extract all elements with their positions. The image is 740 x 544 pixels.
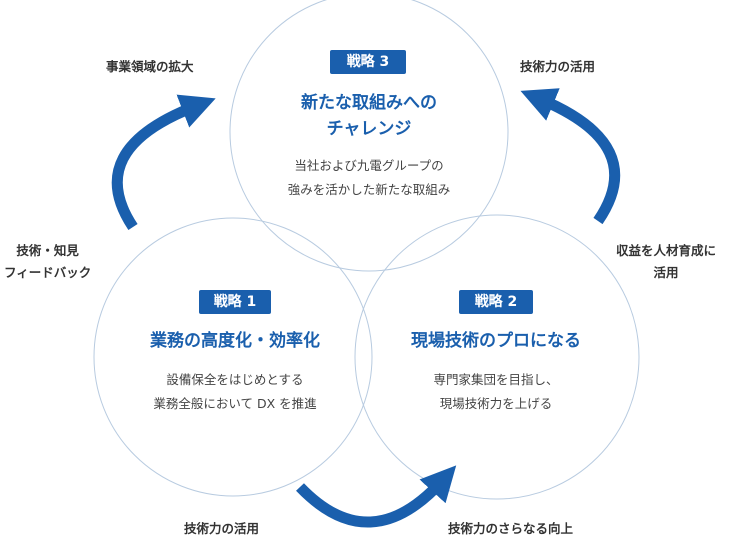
- circle-strategy-2: [354, 214, 640, 500]
- strategy-3-description: 当社および九電グループの 強みを活かした新たな取組み: [287, 158, 451, 197]
- strategy-2-badge: 戦略 2: [459, 290, 533, 314]
- flow-label-top-left: 事業領域の拡大: [106, 59, 194, 74]
- strategy-2-title: 現場技術のプロになる: [411, 331, 581, 351]
- flow-label-top-right: 技術力の活用: [520, 59, 596, 74]
- circle-strategy-3: [229, 0, 509, 272]
- strategy-1-title: 業務の高度化・効率化: [150, 331, 320, 351]
- strategy-1-description: 設備保全をはじめとする 業務全般において DX を推進: [153, 372, 317, 411]
- arrow-right-icon: [520, 88, 620, 225]
- flow-label-bottom-left: 技術力の活用: [184, 521, 260, 536]
- strategy-3-title: 新たな取組みへの チャレンジ: [301, 93, 437, 139]
- arrow-bottom-icon: [296, 465, 457, 528]
- flow-label-bottom-right: 技術力のさらなる向上: [448, 521, 574, 536]
- circle-strategy-1: [93, 217, 373, 497]
- strategy-2-description: 専門家集団を目指し、 現場技術力を上げる: [433, 372, 559, 411]
- arrow-left-icon: [111, 94, 216, 231]
- flow-label-left: 技術・知見 フィードバック: [4, 243, 92, 280]
- strategy-1-badge: 戦略 1: [199, 290, 271, 314]
- flow-label-right: 収益を人材育成に 活用: [616, 243, 717, 280]
- strategy-3-badge: 戦略 3: [330, 50, 406, 74]
